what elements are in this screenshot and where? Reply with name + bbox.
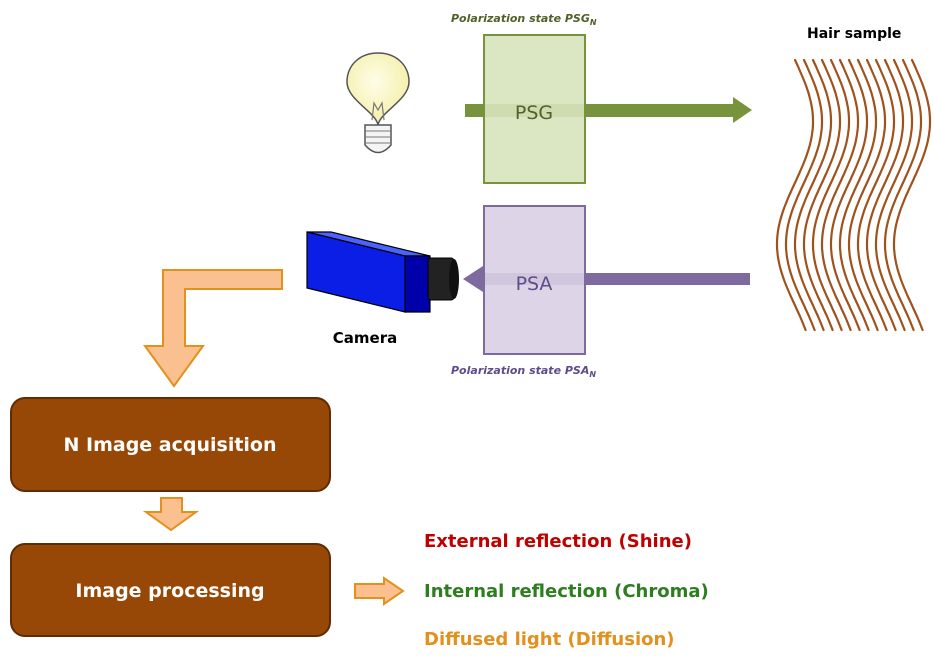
psa-state-subscript: N	[589, 370, 596, 379]
psg-label: PSG	[515, 102, 553, 124]
hair-strand	[811, 58, 851, 332]
hair-sample-strands	[775, 58, 932, 332]
psa-state-label: Polarization state PSAN	[451, 364, 596, 379]
camera-icon	[306, 231, 459, 313]
processing-box	[10, 543, 331, 637]
psg-state-label: Polarization state PSGN	[451, 12, 597, 27]
light-bulb-icon	[346, 52, 410, 154]
hair-strand	[784, 58, 824, 332]
acquisition-label: N Image acquisition	[63, 434, 276, 456]
hair-strand	[874, 58, 914, 332]
processing-to-outputs-arrow	[354, 576, 405, 606]
hair-strand	[838, 58, 878, 332]
hair-strand	[847, 58, 887, 332]
hair-strand	[883, 58, 923, 332]
camera-to-acquisition-arrow	[143, 269, 283, 388]
psa-state-main: Polarization state PSA	[451, 364, 589, 377]
acquisition-box	[10, 397, 331, 492]
output-diffused-light: Diffused light (Diffusion)	[424, 629, 675, 650]
psa-label: PSA	[516, 273, 553, 295]
output-internal-reflection: Internal reflection (Chroma)	[424, 581, 709, 602]
psg-box	[483, 34, 586, 184]
processing-label: Image processing	[75, 580, 264, 602]
camera-label: Camera	[333, 329, 397, 347]
hair-strand	[775, 58, 815, 332]
hair-strand	[802, 58, 842, 332]
psg-state-subscript: N	[590, 18, 597, 27]
hair-strand	[820, 58, 860, 332]
hair-strand	[865, 58, 905, 332]
output-external-reflection: External reflection (Shine)	[424, 531, 692, 552]
hair-sample-label: Hair sample	[807, 26, 901, 42]
hair-strand	[793, 58, 833, 332]
psa-box	[483, 205, 586, 355]
psg-state-main: Polarization state PSG	[451, 12, 590, 25]
hair-strand	[856, 58, 896, 332]
hair-strand	[892, 58, 932, 332]
acquisition-to-processing-arrow	[142, 497, 200, 532]
hair-strand	[829, 58, 869, 332]
